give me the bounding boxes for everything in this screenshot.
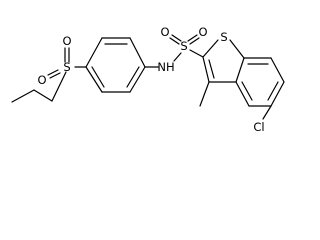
bond-cl [262,105,272,120]
bond-propyl-1 [11,89,35,103]
atom-o-sulfonyl-upper: O [62,34,71,48]
bond-nh-s [173,52,182,62]
bond-benz-1 [85,37,103,68]
bond-thio-c7a-c3a [235,57,245,83]
bond-propyl-2 [33,89,53,102]
bond-s2-o-left-b [171,34,182,42]
bond-thio-c3-c2-double [208,59,215,79]
bond-propyl-3 [51,71,67,102]
atom-labels: S O O NH S O O S Cl [37,25,264,134]
atom-o-sulfonyl-lower: O [37,73,46,87]
bond-s2-thiophene [189,49,204,58]
bond-benz-4 [129,66,146,93]
bond-benzo-inner-3 [241,81,253,101]
bond-s2-o-right-b [187,34,198,42]
bond-benz-inner-3 [126,66,140,88]
atom-s-sulfonamide: S [180,39,187,53]
atom-o-sulfonamide-right: O [198,25,207,39]
bond-thio-c2-s [202,39,219,58]
atom-nh: NH [157,60,174,74]
bond-benzo-inner-2 [267,81,279,101]
bond-benz-3 [129,37,146,68]
atom-cl: Cl [253,120,264,134]
bond-s2-o-right-a [189,37,200,45]
bond-s2-o-left-a [169,37,180,45]
bond-benz-inner-2 [91,66,105,88]
atom-o-sulfonamide-left: O [160,25,169,39]
chemical-structure-diagram: S O O NH S O O S Cl [11,25,285,134]
bond-methyl [199,81,210,107]
atom-s-sulfonyl: S [63,60,70,74]
bond-thio-s-c7a [229,39,245,59]
bond-s-o-lower-b [49,72,61,79]
bond-s-o-lower-a [47,69,59,76]
bond-benzo-2 [270,57,285,83]
bond-benzo-3 [270,81,285,107]
bond-lines [11,34,285,120]
bond-benzo-5 [235,81,250,107]
atom-s-thiophene: S [220,30,227,44]
bond-thio-c3-c2 [202,56,210,83]
bond-benz-6 [85,66,103,93]
